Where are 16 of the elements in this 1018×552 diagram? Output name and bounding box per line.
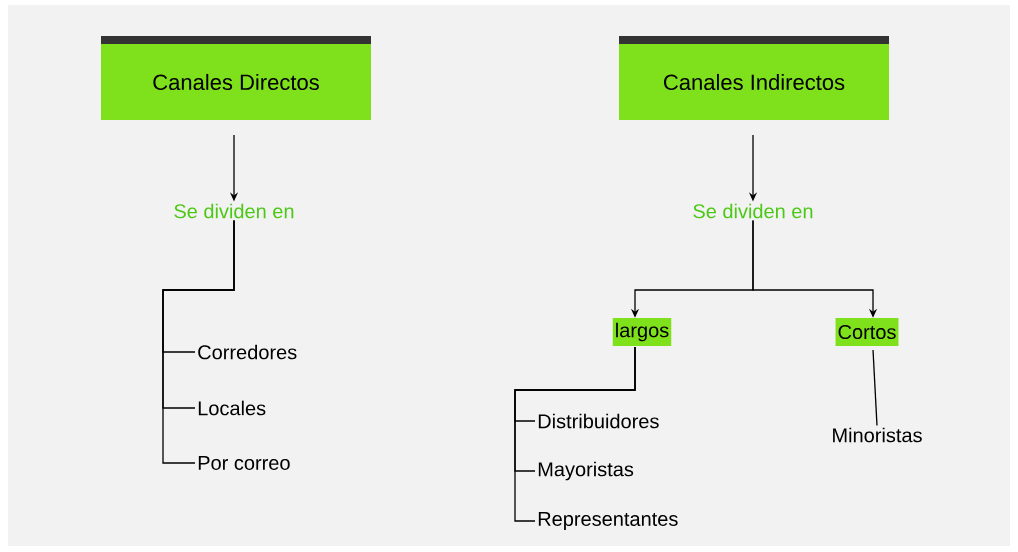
title-box: Canales Directos <box>101 36 371 120</box>
heading-text: Se dividen en <box>693 203 813 219</box>
list-item: Locales <box>198 400 266 416</box>
list-item: Representantes <box>538 512 678 530</box>
connector-line <box>872 349 878 427</box>
connector-line <box>514 346 636 522</box>
title-box: Canales Indirectos <box>619 36 889 120</box>
list-item: Por correo <box>198 456 290 470</box>
highlighted-label: largos <box>612 318 672 346</box>
list-item: Distribuidores <box>538 413 659 429</box>
list-item: Corredores <box>198 344 297 360</box>
list-item: Mayoristas <box>538 461 634 481</box>
connector-line <box>162 219 235 464</box>
highlighted-label: Cortos <box>835 318 899 346</box>
list-item: Minoristas <box>833 427 922 443</box>
heading-text: Se dividen en <box>174 203 294 219</box>
